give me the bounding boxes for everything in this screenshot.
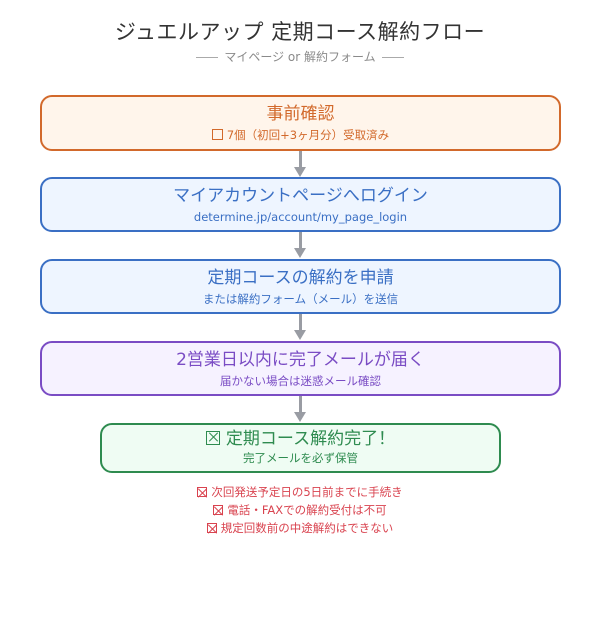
step-subtitle: または解約フォーム（メール）を送信 [202, 292, 399, 306]
warning-box-icon [206, 523, 217, 533]
note-item: 規定回数前の中途解約はできない [0, 519, 600, 537]
step-url: determine.jp/account/my_page_login [193, 210, 408, 224]
caution-notes: 次回発送予定日の5日前までに手続き 電話・FAXでの解約受付は不可 規定回数前の… [0, 483, 600, 537]
note-item: 次回発送予定日の5日前までに手続き [0, 483, 600, 501]
warning-box-icon [197, 487, 208, 497]
arrow-down-icon [294, 232, 306, 259]
step-title: 定期コースの解約を申請 [207, 268, 394, 288]
divider-left [196, 57, 219, 58]
checkbox-icon [211, 129, 223, 140]
subtitle-text: マイページ or 解約フォーム [224, 50, 376, 64]
step-title: 事前確認 [266, 104, 335, 124]
step-subtitle: 完了メールを必ず保管 [243, 451, 358, 465]
step-subtitle: 7個（初回+3ヶ月分）受取済み [42, 127, 559, 143]
diagram-subtitle: マイページ or 解約フォーム [0, 48, 600, 65]
step-subtitle: 届かない場合は迷惑メール確認 [220, 374, 381, 388]
step-login: マイアカウントページへログイン determine.jp/account/my_… [40, 177, 561, 232]
step-complete: 定期コース解約完了！ 完了メールを必ず保管 [100, 423, 501, 473]
arrow-down-icon [294, 396, 306, 423]
step-title: 定期コース解約完了！ [102, 428, 499, 450]
divider-right [381, 57, 404, 58]
diagram-title: ジュエルアップ 定期コース解約フロー [114, 20, 486, 44]
step-title: 2営業日以内に完了メールが届く [176, 350, 425, 370]
arrow-down-icon [294, 151, 306, 177]
warning-box-icon [213, 505, 224, 515]
step-title: マイアカウントページへログイン [173, 186, 428, 206]
step-confirmation-email: 2営業日以内に完了メールが届く 届かない場合は迷惑メール確認 [40, 341, 561, 396]
check-box-icon [205, 431, 220, 445]
step-apply-cancellation: 定期コースの解約を申請 または解約フォーム（メール）を送信 [40, 259, 561, 314]
arrow-down-icon [294, 314, 306, 341]
step-precheck: 事前確認 7個（初回+3ヶ月分）受取済み [40, 95, 561, 151]
note-item: 電話・FAXでの解約受付は不可 [0, 501, 600, 519]
